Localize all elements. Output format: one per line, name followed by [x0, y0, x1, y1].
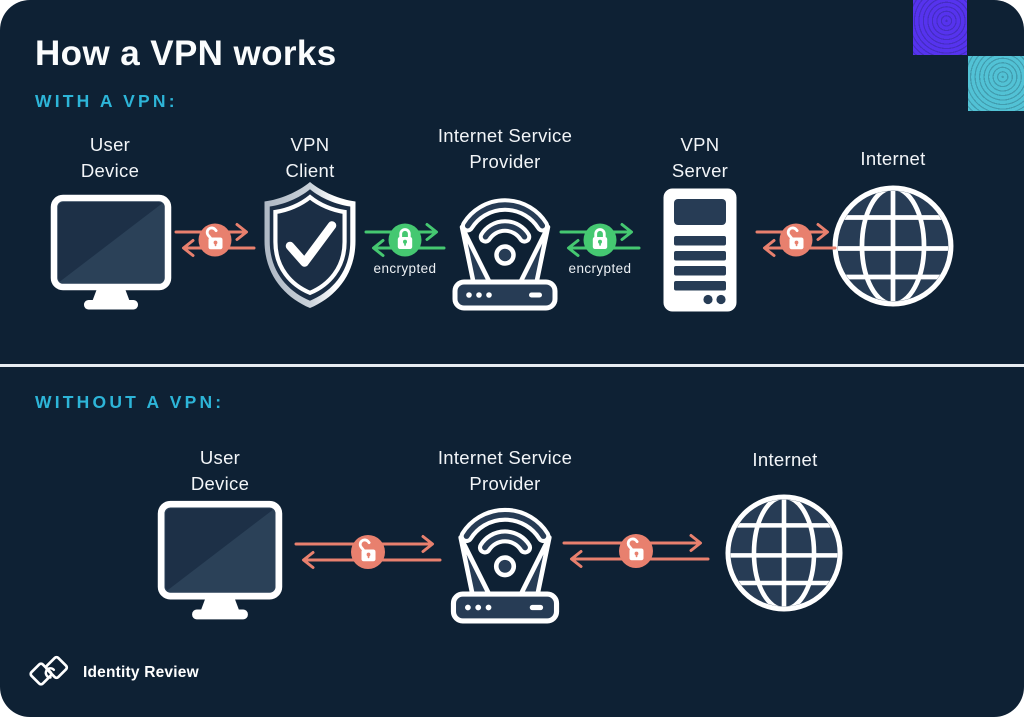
label-line: Internet Service	[437, 447, 573, 468]
encrypted-label: encrypted	[568, 261, 632, 276]
page-title: How a VPN works	[35, 34, 337, 73]
encrypted-arrows-icon	[559, 223, 641, 257]
node-label-internet: Internet	[685, 447, 885, 473]
label-line: User	[89, 134, 131, 155]
label-line: VPN	[290, 134, 330, 155]
monitor-icon	[50, 194, 172, 312]
brand-name: Identity Review	[83, 664, 199, 681]
label-line: Device	[80, 160, 140, 182]
shield-check-icon	[264, 182, 356, 308]
label-line: Internet	[752, 449, 818, 470]
identity-review-logo-icon	[29, 655, 69, 686]
decorative-square-teal	[968, 56, 1024, 111]
server-icon	[663, 188, 737, 312]
label-line: Server	[671, 160, 729, 182]
unencrypted-arrows-icon	[755, 223, 837, 257]
brand-logo: Identity Review	[28, 654, 199, 692]
globe-icon	[723, 492, 845, 614]
node-label-vpn-server: VPN Server	[600, 132, 800, 185]
label-line: Client	[285, 160, 335, 182]
label-line: User	[199, 447, 241, 468]
encrypted-arrows-icon	[364, 223, 446, 257]
encrypted-label: encrypted	[373, 261, 437, 276]
unencrypted-arrows-icon	[562, 534, 710, 568]
wifi-router-icon	[443, 181, 567, 311]
label-line: Provider	[469, 151, 541, 173]
section-divider	[0, 364, 1024, 367]
decorative-square-purple	[913, 0, 967, 55]
node-label-user-device: User Device	[120, 445, 320, 498]
unencrypted-arrows-icon	[174, 223, 256, 257]
section-heading-without-vpn: WITHOUT A VPN:	[35, 392, 225, 412]
globe-icon	[830, 183, 956, 309]
unencrypted-arrows-icon	[294, 535, 442, 569]
label-line: Internet	[860, 148, 926, 169]
node-label-vpn-client: VPN Client	[210, 132, 410, 185]
node-label-isp: Internet Service Provider	[405, 123, 605, 176]
node-label-user-device: User Device	[10, 132, 210, 185]
node-label-isp: Internet Service Provider	[405, 445, 605, 498]
section-heading-with-vpn: WITH A VPN:	[35, 91, 178, 111]
monitor-icon	[157, 500, 283, 622]
label-line: VPN	[680, 134, 720, 155]
label-line: Provider	[469, 473, 541, 495]
node-label-internet: Internet	[793, 146, 993, 172]
label-line: Device	[190, 473, 250, 495]
label-line: Internet Service	[437, 125, 573, 146]
wifi-router-icon	[441, 490, 569, 624]
